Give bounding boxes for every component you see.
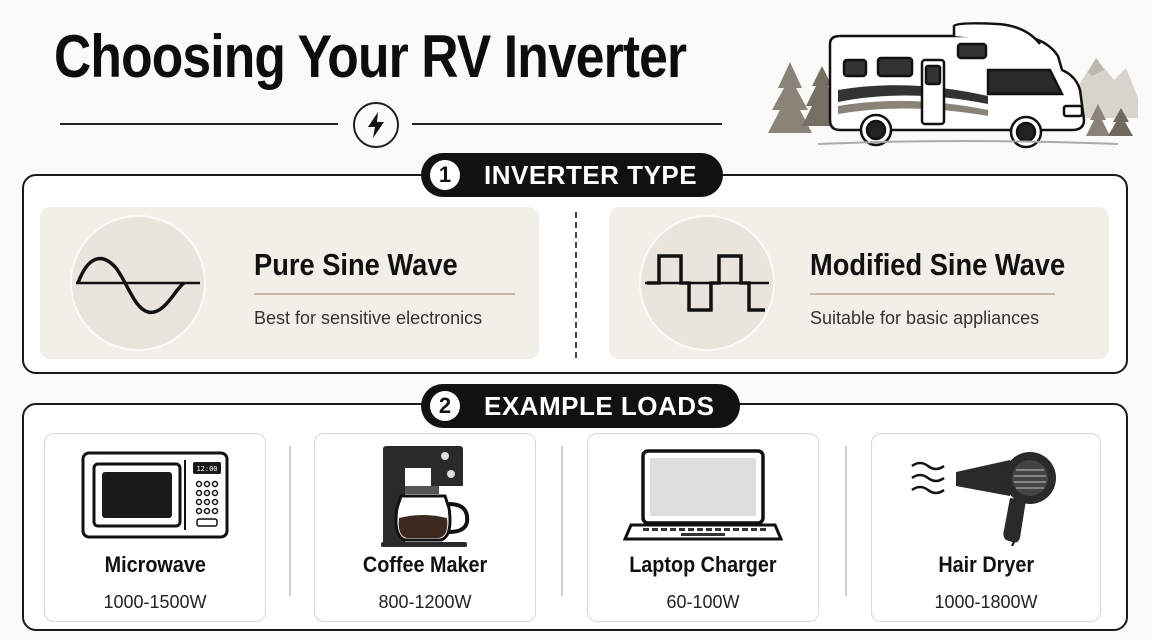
coffee-maker-icon [315,440,535,552]
microwave-icon: 12:00 [45,440,265,552]
title-divider-left [60,123,338,125]
load-wattage: 60-100W [666,592,740,612]
type-description: Best for sensitive electronics [254,308,483,328]
load-separator [561,446,563,596]
section-1-header: 1 INVERTER TYPE [421,153,724,197]
rv-motorhome-icon [817,22,1119,149]
section-1-number: 1 [430,160,460,190]
load-card-hair-dryer: Hair Dryer 1000-1800W [871,433,1101,622]
type-name: Modified Sine Wave [810,247,1066,282]
microwave-display: 12:00 [196,465,217,473]
section-2-label: EXAMPLE LOADS [484,390,715,421]
modified-sine-wave-card: Modified Sine Wave Suitable for basic ap… [609,207,1109,359]
section-2-header: 2 EXAMPLE LOADS [421,384,741,428]
title-divider-right [412,123,722,125]
load-wattage: 1000-1800W [934,592,1038,612]
load-card-microwave: 12:00 Microwave 1000-1500W [44,433,266,622]
lightning-bolt-icon [353,102,399,148]
square-wave-icon [639,215,775,351]
hair-dryer-icon [872,440,1100,552]
type-underline [810,293,1055,295]
laptop-icon [588,440,818,552]
rv-illustration [768,22,1138,149]
air-flow-icon [911,461,945,495]
page-title: Choosing Your RV Inverter [54,23,687,90]
section-2-number: 2 [430,391,460,421]
load-card-laptop-charger: Laptop Charger 60-100W [587,433,819,622]
sine-wave-icon [70,215,206,351]
load-separator [289,446,291,596]
type-name: Pure Sine Wave [254,247,458,282]
load-wattage: 1000-1500W [103,592,207,612]
section-1-label: INVERTER TYPE [484,159,698,190]
type-description: Suitable for basic appliances [810,308,1040,328]
load-name: Hair Dryer [938,552,1034,577]
type-divider [575,212,577,358]
load-wattage: 800-1200W [378,592,472,612]
load-name: Microwave [104,552,206,577]
load-name: Laptop Charger [629,552,777,577]
load-separator [845,446,847,596]
type-underline [254,293,515,295]
load-name: Coffee Maker [362,552,488,577]
pure-sine-wave-card: Pure Sine Wave Best for sensitive electr… [40,207,539,359]
load-card-coffee-maker: Coffee Maker 800-1200W [314,433,536,622]
